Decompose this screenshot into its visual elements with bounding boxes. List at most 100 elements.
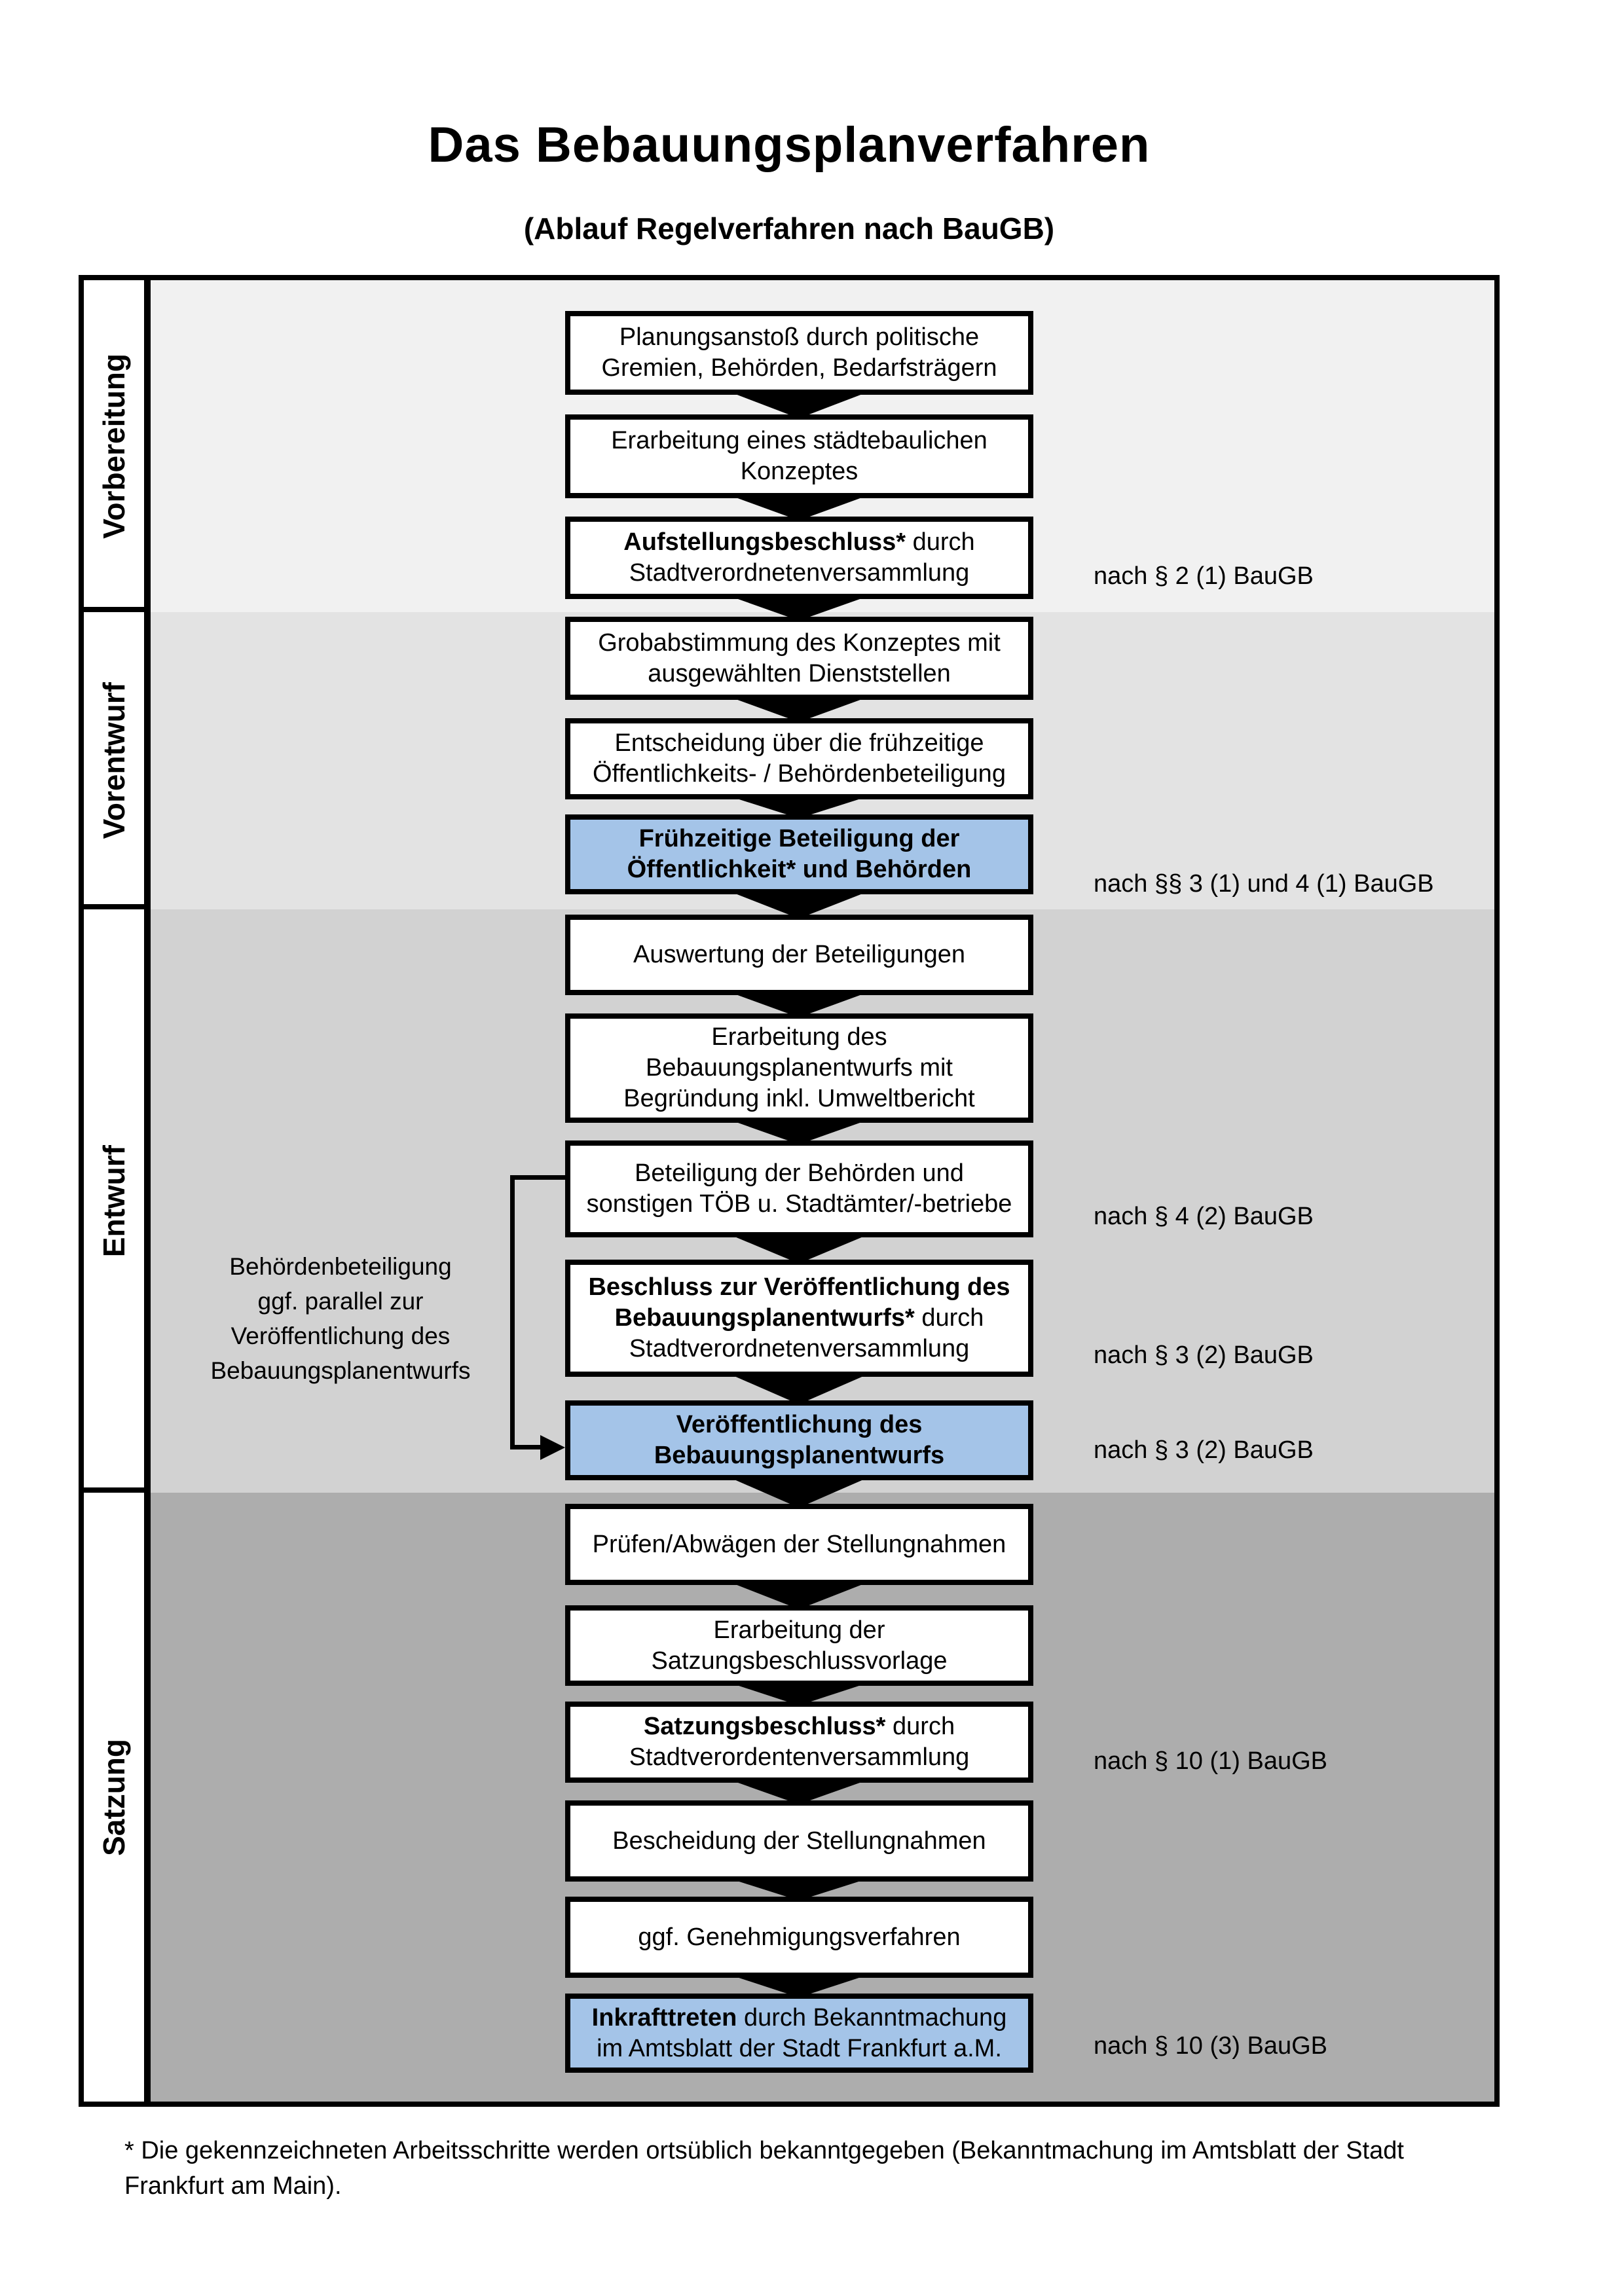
step-text-line: Erarbeitung des: [711, 1022, 887, 1053]
step-text-segment: Bebauungsplanentwurfs*: [614, 1304, 915, 1332]
flow-step-pruefen-abwaegen: Prüfen/Abwägen der Stellungnahmen: [565, 1504, 1033, 1585]
footnote-line: Frankfurt am Main).: [124, 2172, 342, 2200]
parallel-connector-bottom-segment: [510, 1445, 543, 1449]
step-text-segment: Stadtverordnetenversammlung: [629, 1335, 970, 1362]
flow-step-bescheidung-stellungnahmen: Bescheidung der Stellungnahmen: [565, 1800, 1033, 1882]
step-text-segment: durch: [906, 528, 975, 556]
step-text-line: Bebauungsplanentwurfs mit: [646, 1053, 953, 1084]
step-text-line: im Amtsblatt der Stadt Frankfurt a.M.: [597, 2033, 1002, 2064]
step-text-segment: Erarbeitung der: [713, 1616, 885, 1644]
step-text-segment: Bescheidung der Stellungnahmen: [612, 1827, 986, 1855]
step-text-line: Inkrafttreten durch Bekanntmachung: [592, 2003, 1007, 2033]
step-text-segment: Bebauungsplanentwurfs mit: [646, 1054, 953, 1082]
step-text-line: Bebauungsplanentwurfs: [654, 1440, 944, 1471]
page-title: Das Bebauungsplanverfahren: [428, 117, 1151, 173]
step-text-segment: Öffentlichkeit* und Behörden: [627, 856, 972, 883]
step-text-segment: Stadtverordnetenversammlung: [629, 559, 970, 587]
phase-label-text: Vorentwurf: [97, 682, 131, 839]
phase-label-entwurf: Entwurf: [84, 909, 144, 1493]
step-text-line: Prüfen/Abwägen der Stellungnahmen: [593, 1529, 1006, 1560]
parallel-note: Behördenbeteiligung ggf. parallel zur Ve…: [190, 1249, 491, 1388]
step-text-line: ggf. Genehmigungsverfahren: [638, 1922, 960, 1953]
phase-label-cell-vorentwurf: [84, 612, 144, 909]
phase-label-text: Entwurf: [97, 1144, 131, 1258]
step-text-segment: Erarbeitung des: [711, 1023, 887, 1051]
flow-arrow-down-icon: [727, 890, 871, 919]
parallel-note-line: ggf. parallel zur: [257, 1288, 424, 1315]
step-text-segment: Satzungsbeschlussvorlage: [651, 1647, 948, 1675]
phase-label-cell-satzung: [84, 1493, 144, 2102]
legal-reference: nach § 10 (1) BauGB: [1094, 1747, 1327, 1775]
step-text-segment: Stadtverordentenversammlung: [629, 1743, 970, 1771]
step-text-line: Öffentlichkeit* und Behörden: [627, 854, 972, 885]
step-text-segment: Bebauungsplanentwurfs: [654, 1442, 945, 1469]
phase-label-cell-vorbereitung: [84, 280, 144, 612]
step-text-segment: im Amtsblatt der Stadt Frankfurt a.M.: [597, 2034, 1002, 2062]
step-text-line: Satzungsbeschlussvorlage: [651, 1646, 947, 1677]
step-text-segment: Grobabstimmung des Konzeptes mit: [598, 629, 1001, 657]
phase-label-text: Satzung: [97, 1738, 131, 1856]
phase-label-vorbereitung: Vorbereitung: [84, 280, 144, 612]
step-text-segment: Prüfen/Abwägen der Stellungnahmen: [592, 1530, 1006, 1558]
phase-label-text: Vorbereitung: [97, 354, 131, 539]
step-text-segment: Inkrafttreten: [591, 2003, 737, 2032]
step-text-segment: Satzungsbeschluss*: [643, 1713, 886, 1740]
step-text-segment: Beteiligung der Behörden und: [635, 1159, 964, 1187]
step-text-segment: Öffentlichkeits- / Behördenbeteiligung: [593, 760, 1006, 788]
flow-arrow-down-icon: [727, 391, 871, 418]
footnote-line: * Die gekennzeichneten Arbeitsschritte w…: [124, 2137, 1404, 2164]
step-text-line: Öffentlichkeits- / Behördenbeteiligung: [593, 759, 1006, 790]
step-text-segment: Begründung inkl. Umweltbericht: [623, 1085, 975, 1112]
parallel-connector-vertical-segment: [510, 1175, 515, 1449]
flow-arrow-down-icon: [727, 494, 871, 520]
step-text-line: Bebauungsplanentwurfs* durch: [615, 1303, 984, 1334]
step-text-line: Auswertung der Beteiligungen: [633, 939, 965, 970]
step-text-line: Aufstellungsbeschluss* durch: [623, 527, 974, 558]
step-text-line: sonstigen TÖB u. Stadtämter/-betriebe: [587, 1189, 1012, 1220]
flow-step-genehmigungsverfahren: ggf. Genehmigungsverfahren: [565, 1897, 1033, 1978]
phase-column-divider: [144, 280, 151, 2102]
flow-arrow-down-icon: [727, 1476, 871, 1508]
step-text-segment: sonstigen TÖB u. Stadtämter/-betriebe: [586, 1190, 1012, 1218]
step-text-segment: durch: [914, 1304, 984, 1332]
step-text-line: Veröffentlichung des: [676, 1410, 923, 1440]
step-text-segment: Auswertung der Beteiligungen: [633, 941, 965, 968]
step-text-segment: durch Bekanntmachung: [737, 2003, 1007, 2032]
flow-arrow-down-icon: [727, 1373, 871, 1404]
step-text-line: Bescheidung der Stellungnahmen: [612, 1826, 986, 1857]
flow-arrow-down-icon: [727, 1779, 871, 1804]
step-text-line: Stadtverordnetenversammlung: [629, 558, 970, 589]
step-text-line: Satzungsbeschluss* durch: [644, 1711, 955, 1742]
phase-label-vorentwurf: Vorentwurf: [84, 612, 144, 909]
legal-reference: nach §§ 3 (1) und 4 (1) BauGB: [1094, 870, 1434, 898]
flow-arrow-down-icon: [727, 991, 871, 1017]
step-text-line: Stadtverordentenversammlung: [629, 1742, 970, 1773]
step-text-line: Gremien, Behörden, Bedarfsträgern: [601, 353, 997, 384]
flow-step-auswertung-beteiligungen: Auswertung der Beteiligungen: [565, 915, 1033, 995]
step-text-segment: Beschluss zur Veröffentlichung des: [588, 1273, 1010, 1301]
phase-label-cell-entwurf: [84, 909, 144, 1493]
legal-reference: nach § 3 (2) BauGB: [1094, 1341, 1314, 1369]
step-text-line: Beteiligung der Behörden und: [635, 1158, 964, 1189]
step-text-segment: Aufstellungsbeschluss*: [623, 528, 906, 556]
step-text-segment: Gremien, Behörden, Bedarfsträgern: [601, 354, 997, 382]
step-text-line: Grobabstimmung des Konzeptes mit: [598, 628, 1001, 659]
step-text-segment: ggf. Genehmigungsverfahren: [638, 1923, 961, 1951]
step-text-line: Planungsanstoß durch politische: [619, 322, 979, 353]
step-text-line: ausgewählten Dienststellen: [648, 659, 951, 689]
step-text-line: Begründung inkl. Umweltbericht: [623, 1084, 975, 1114]
legal-reference: nach § 4 (2) BauGB: [1094, 1203, 1314, 1230]
flow-arrow-down-icon: [727, 1233, 871, 1264]
footnote: * Die gekennzeichneten Arbeitsschritte w…: [124, 2133, 1539, 2204]
